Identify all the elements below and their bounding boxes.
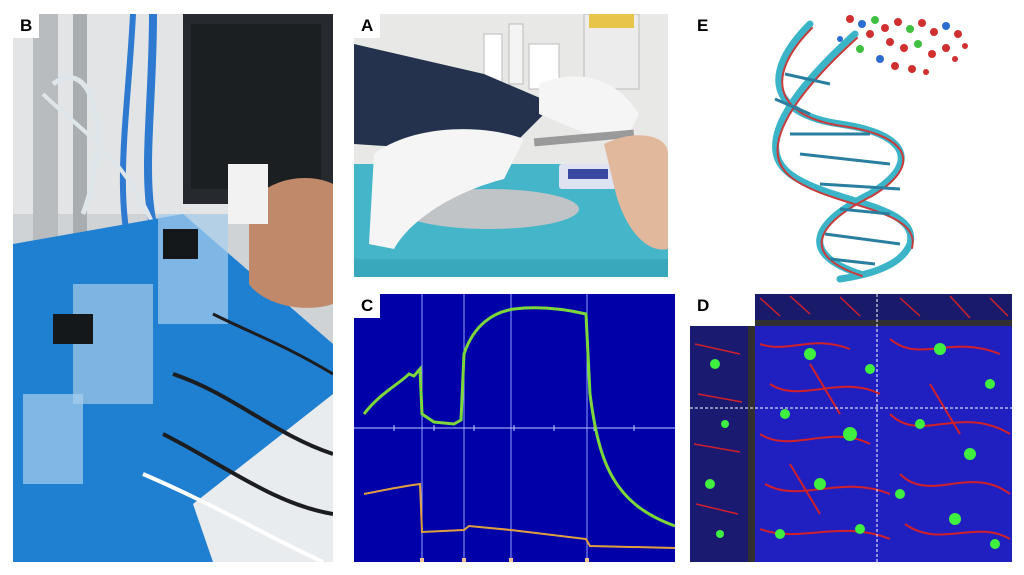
panel-label-d: D bbox=[690, 294, 717, 318]
panel-e: E bbox=[690, 14, 1012, 284]
panel-label-c: C bbox=[354, 294, 381, 318]
panel-b: B bbox=[13, 14, 333, 562]
photo-gloved-hands-surgery bbox=[354, 14, 668, 277]
panel-label-b: B bbox=[13, 14, 40, 38]
panel-label-a: A bbox=[354, 14, 381, 38]
panel-c: C bbox=[354, 294, 675, 562]
photo-perfusion-apparatus bbox=[13, 14, 333, 562]
panel-a: A bbox=[354, 14, 668, 277]
electrophysiology-trace bbox=[354, 294, 675, 562]
dna-helix-molecular-model bbox=[690, 14, 1012, 284]
ion-cloud bbox=[837, 15, 968, 75]
panel-label-e: E bbox=[690, 14, 716, 38]
panel-d: D bbox=[690, 294, 1012, 562]
confocal-orthogonal-view bbox=[690, 294, 1012, 562]
